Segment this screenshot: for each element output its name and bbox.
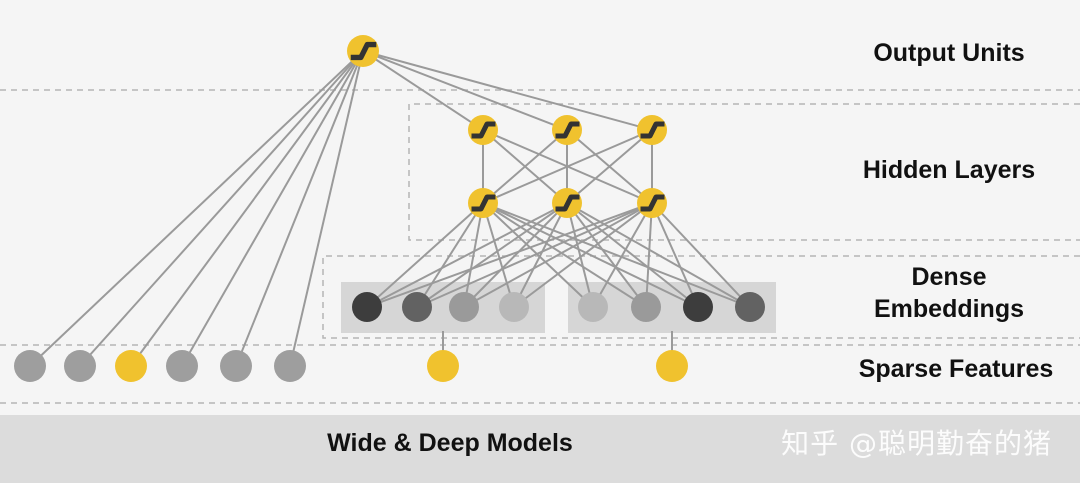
connection-edge [651, 202, 699, 308]
connection-edge [651, 202, 751, 308]
connection-edge [566, 129, 653, 204]
sparse-feature [14, 350, 46, 382]
connection-edge [482, 202, 594, 308]
sparse-features-label: Sparse Features [858, 355, 1054, 383]
connection-edge [566, 202, 699, 308]
connection-edge [482, 129, 653, 204]
activation-curve-icon [471, 121, 496, 139]
connection-edge [416, 202, 568, 308]
connection-edge [645, 202, 653, 308]
dense-label-line2: Embeddings [873, 295, 1024, 323]
connection-edge [482, 202, 751, 308]
sparse-feature [274, 350, 306, 382]
hidden-unit-layer1 [637, 115, 667, 145]
connection-edge [513, 202, 653, 308]
hidden-unit-layer1 [468, 115, 498, 145]
connection-edge [566, 202, 647, 308]
connection-edge [513, 202, 568, 308]
activation-curve-icon [555, 121, 580, 139]
connection-edge [366, 202, 568, 308]
footer-bar: Wide & Deep Models 知乎 @聪明勤奋的猪 [0, 415, 1080, 483]
sparse-feature [220, 350, 252, 382]
connection-edge [566, 202, 594, 308]
units [14, 35, 765, 382]
activation-curve-icon [471, 194, 496, 212]
layer-separators [0, 89, 1080, 404]
hidden-unit-layer2 [468, 188, 498, 218]
connection-edge [482, 202, 647, 308]
dense-embeddings-label: Dense Embeddings [840, 261, 1058, 325]
connection-edge [235, 50, 364, 367]
embedding-node [449, 292, 479, 322]
connection-edge [362, 50, 653, 131]
connection-edge [463, 202, 653, 308]
activation-curve-icon [640, 121, 665, 139]
connection-edge [416, 202, 653, 308]
connection-edge [362, 50, 568, 131]
connections [29, 50, 751, 367]
connection-edge [482, 202, 699, 308]
connection-edge [289, 50, 364, 367]
connection-edge [366, 202, 484, 308]
embedding-node [683, 292, 713, 322]
connection-edge [463, 202, 568, 308]
sparse-feature [166, 350, 198, 382]
activation-curve-icon [555, 194, 580, 212]
dense-label-line1: Dense [911, 263, 987, 291]
embedding-node [499, 292, 529, 322]
activation-curve-icon [350, 41, 377, 61]
watermark: 知乎 @聪明勤奋的猪 [781, 427, 1052, 460]
connection-edge [362, 50, 484, 131]
embedding-node [735, 292, 765, 322]
sparse-feature-active [115, 350, 147, 382]
connection-edge [463, 202, 484, 308]
embedding-node [402, 292, 432, 322]
embedding-node [352, 292, 382, 322]
footer-title: Wide & Deep Models [327, 429, 573, 457]
sparse-feature [64, 350, 96, 382]
output-units-label: Output Units [873, 39, 1025, 67]
sparse-feature-active [656, 350, 688, 382]
sparse-feature-active [427, 350, 459, 382]
connection-edge [366, 202, 653, 308]
connection-edge [566, 202, 751, 308]
connection-edge [416, 202, 484, 308]
connection-edge [29, 50, 364, 367]
hidden-region-outline [408, 103, 1080, 241]
connection-edge [130, 50, 364, 367]
hidden-unit-layer2 [552, 188, 582, 218]
connection-edge [79, 50, 364, 367]
connection-edge [482, 202, 515, 308]
connection-edge [482, 129, 568, 204]
hidden-unit-layer2 [637, 188, 667, 218]
activation-curve-icon [640, 194, 665, 212]
connection-edge [181, 50, 364, 367]
hidden-unit-layer1 [552, 115, 582, 145]
embedding-node [578, 292, 608, 322]
output-unit [347, 35, 379, 67]
hidden-layers-label: Hidden Layers [862, 156, 1036, 184]
connection-edge [592, 202, 653, 308]
embedding-node [631, 292, 661, 322]
